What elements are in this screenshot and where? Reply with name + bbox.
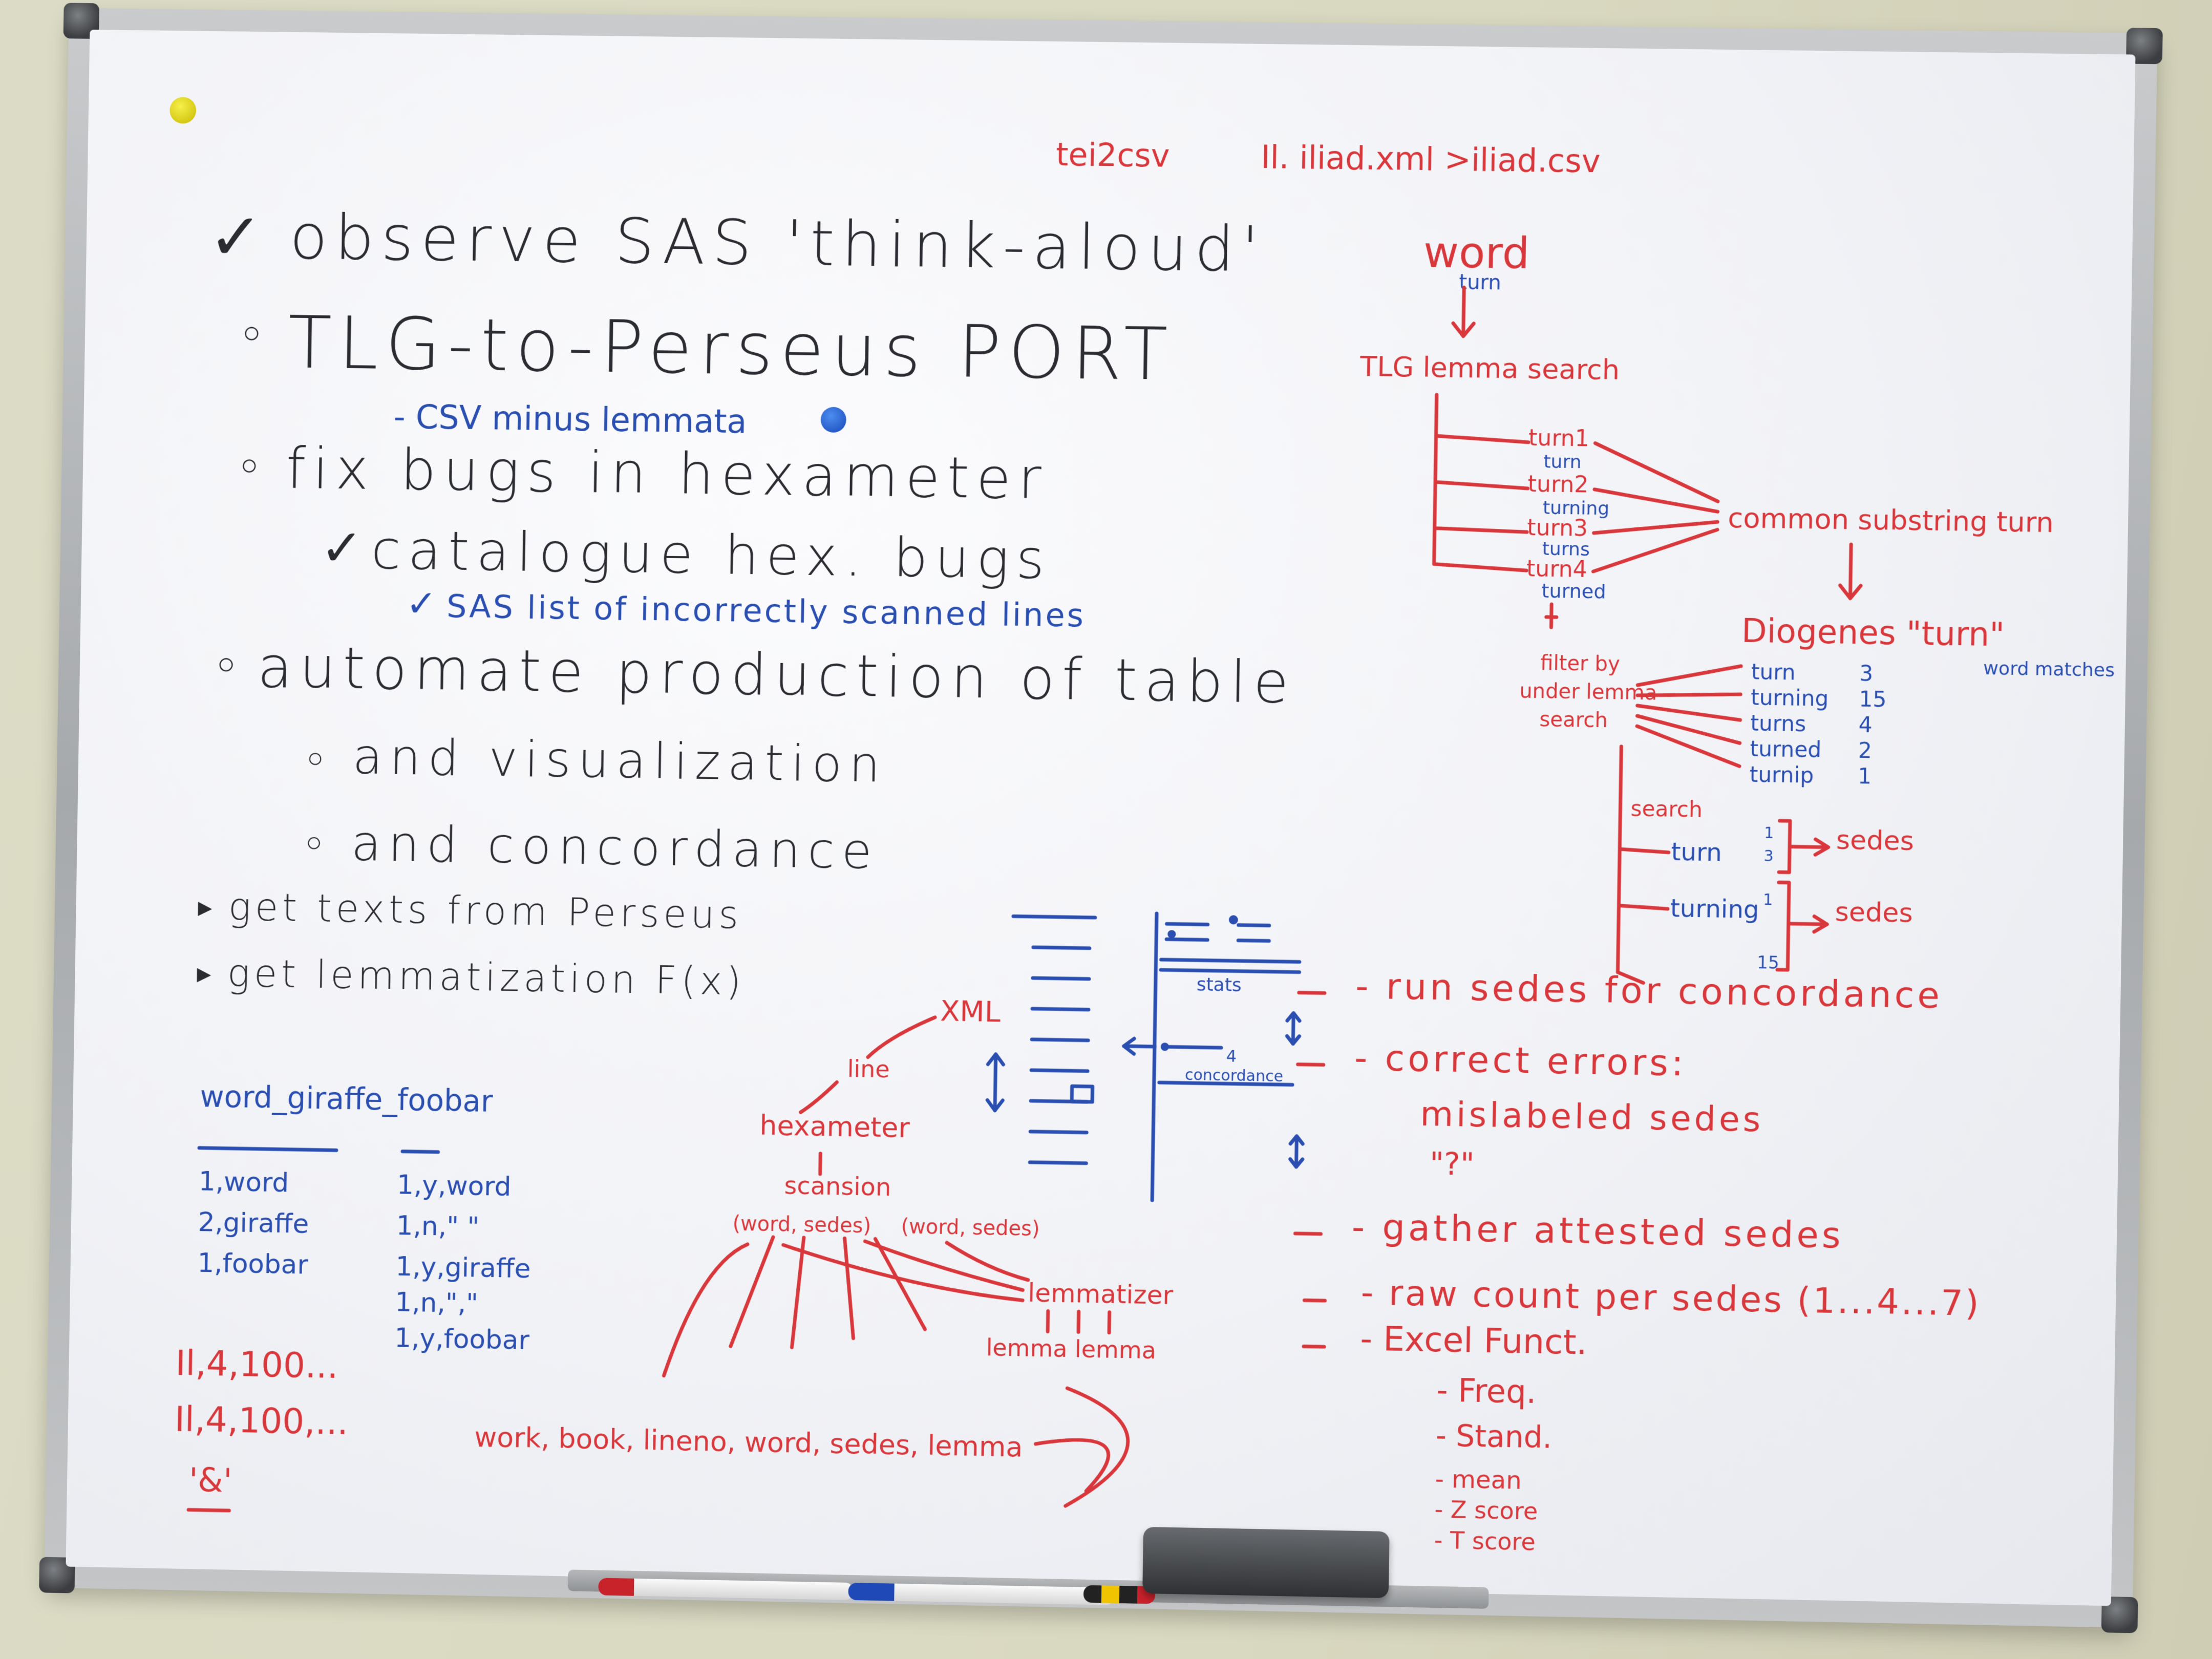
whiteboard-eraser[interactable] (1142, 1527, 1390, 1598)
whiteboard: tei2csv Il. iliad.xml >iliad.csv ✓ obser… (44, 8, 2157, 1628)
whiteboard-drawings (66, 30, 2135, 1606)
whiteboard-surface: tei2csv Il. iliad.xml >iliad.csv ✓ obser… (66, 30, 2135, 1606)
